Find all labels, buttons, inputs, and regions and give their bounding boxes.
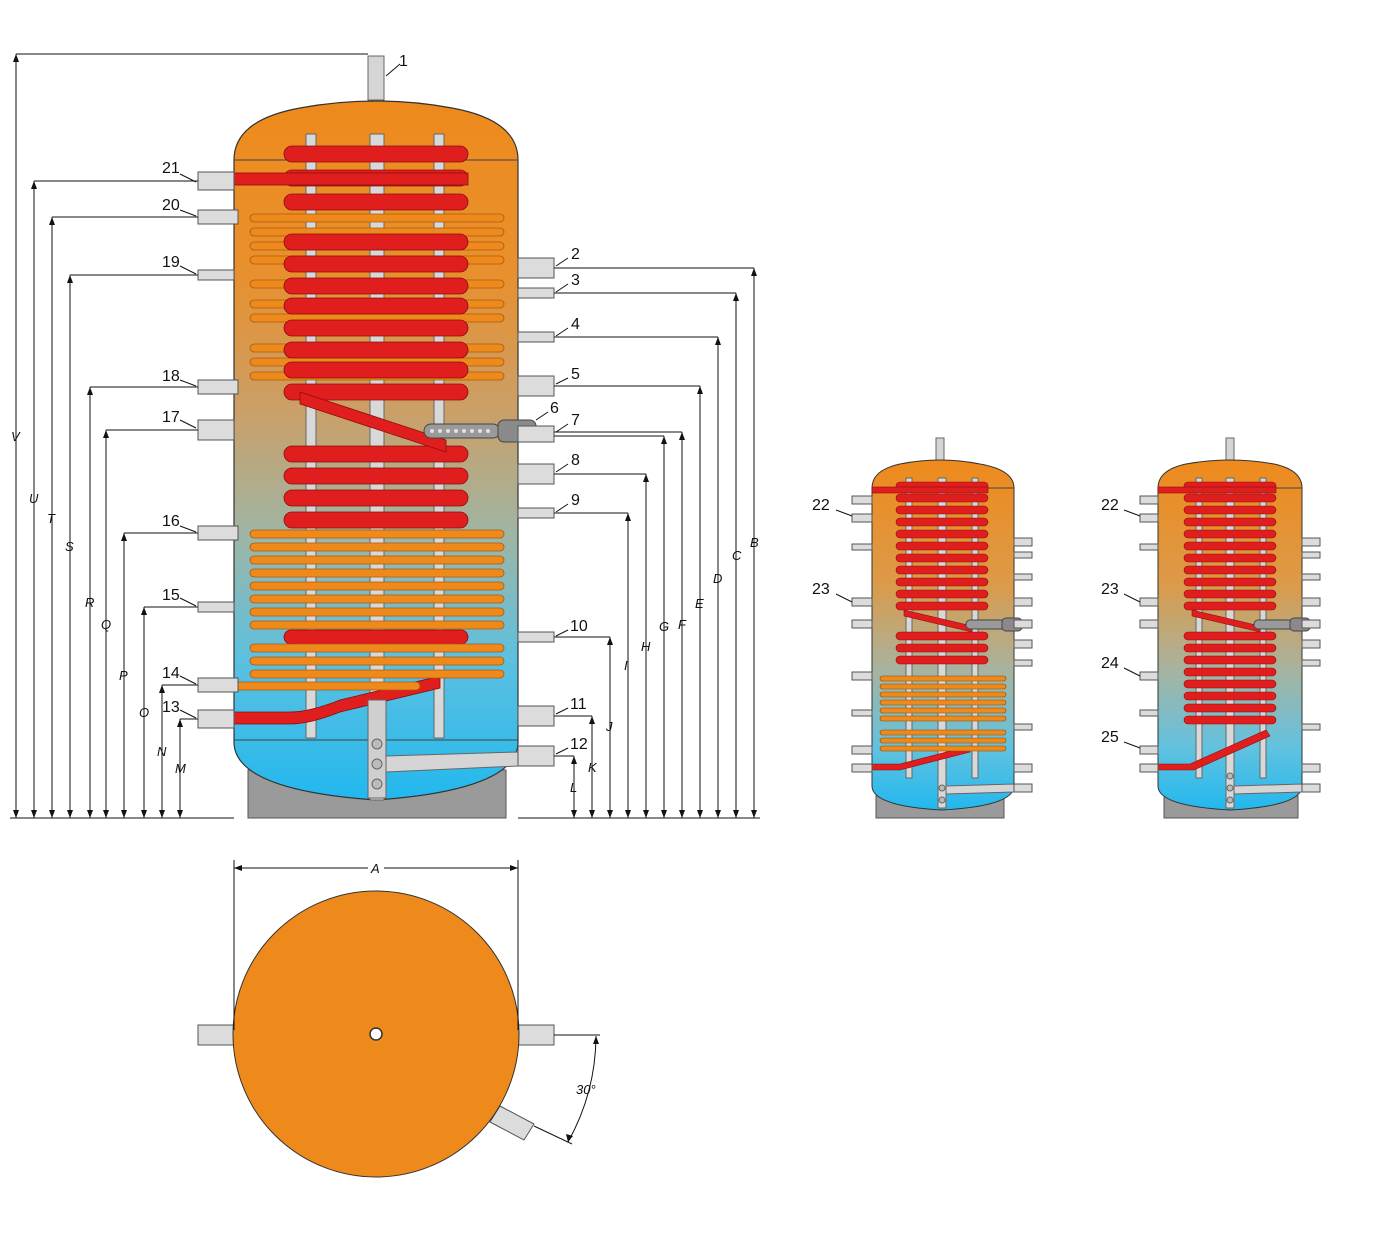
label-13: 13 bbox=[162, 699, 180, 716]
label-1: 1 bbox=[399, 53, 408, 70]
nozzle-2 bbox=[517, 257, 555, 279]
small-left-label-22: 22 bbox=[812, 497, 830, 514]
top-view-nozzle-left bbox=[197, 1024, 239, 1046]
label-21: 21 bbox=[162, 160, 180, 177]
main-tank bbox=[10, 55, 760, 819]
dim-label-P: P bbox=[119, 668, 128, 683]
small-right-label-24: 24 bbox=[1101, 655, 1119, 672]
nozzle-8 bbox=[517, 463, 555, 485]
dim-label-F: F bbox=[678, 617, 687, 632]
label-3: 3 bbox=[571, 272, 580, 289]
dim-label-J: J bbox=[605, 719, 613, 734]
dim-label-L: L bbox=[570, 780, 577, 795]
right-dimension-arrowheads bbox=[571, 268, 757, 818]
top-view: A 30° bbox=[197, 860, 600, 1178]
nozzle-7 bbox=[517, 425, 555, 443]
dim-label-G: G bbox=[659, 619, 669, 634]
hot-water-coil bbox=[233, 145, 469, 725]
dim-label-U: U bbox=[29, 491, 39, 506]
small-left-label-23: 23 bbox=[812, 581, 830, 598]
label-12: 12 bbox=[570, 736, 588, 753]
label-15: 15 bbox=[162, 587, 180, 604]
label-11: 11 bbox=[570, 696, 587, 713]
top-outlet-pipe bbox=[367, 55, 385, 101]
dim-label-N: N bbox=[157, 744, 167, 759]
nozzle-10 bbox=[517, 631, 555, 643]
nozzle-11 bbox=[517, 705, 555, 727]
label-19: 19 bbox=[162, 254, 180, 271]
right-nozzles bbox=[517, 257, 555, 767]
nozzle-19 bbox=[197, 269, 235, 281]
nozzle-18 bbox=[197, 379, 239, 395]
connection-leaders bbox=[179, 63, 569, 755]
label-7: 7 bbox=[571, 412, 580, 429]
nozzle-12 bbox=[517, 745, 555, 767]
support-rod-left bbox=[305, 133, 317, 739]
nozzle-9 bbox=[517, 507, 555, 519]
nozzle-21 bbox=[197, 171, 235, 191]
label-10: 10 bbox=[570, 618, 588, 635]
nozzle-16 bbox=[197, 525, 239, 541]
small-tank-left: 22 23 bbox=[812, 437, 1033, 819]
dim-label-M: M bbox=[175, 761, 186, 776]
small-right-label-22: 22 bbox=[1101, 497, 1119, 514]
small-tank-right: 22 23 24 25 bbox=[1101, 437, 1321, 819]
left-dimension-arrowheads bbox=[13, 54, 183, 818]
label-6: 6 bbox=[550, 400, 559, 417]
dim-label-K: K bbox=[588, 760, 598, 775]
label-20: 20 bbox=[162, 197, 180, 214]
left-dimension-labels: V U T S R Q P O N M bbox=[11, 429, 186, 776]
dim-label-R: R bbox=[85, 595, 94, 610]
dim-label-B: B bbox=[750, 535, 759, 550]
nozzle-17 bbox=[197, 419, 235, 441]
small-right-label-23: 23 bbox=[1101, 581, 1119, 598]
label-16: 16 bbox=[162, 513, 180, 530]
dim-label-D: D bbox=[713, 571, 722, 586]
top-view-nozzle-right bbox=[513, 1024, 555, 1046]
nozzle-15 bbox=[197, 601, 235, 613]
nozzle-14 bbox=[197, 677, 239, 693]
dim-label-Q: Q bbox=[101, 617, 111, 632]
label-4: 4 bbox=[571, 316, 580, 333]
nozzle-5 bbox=[517, 375, 555, 397]
right-dimension-labels: B C D E F G H I J K L bbox=[570, 535, 759, 795]
nozzle-3 bbox=[517, 287, 555, 299]
label-17: 17 bbox=[162, 409, 180, 426]
right-dimension-lines bbox=[554, 267, 755, 818]
dim-label-A: A bbox=[370, 861, 380, 876]
nozzle-4 bbox=[517, 331, 555, 343]
dim-label-E: E bbox=[695, 596, 704, 611]
dim-label-S: S bbox=[65, 539, 74, 554]
label-14: 14 bbox=[162, 665, 180, 682]
dim-label-V: V bbox=[11, 429, 21, 444]
label-8: 8 bbox=[571, 452, 580, 469]
dim-label-T: T bbox=[47, 511, 56, 526]
nozzle-20 bbox=[197, 209, 239, 225]
small-right-label-25: 25 bbox=[1101, 729, 1119, 746]
label-18: 18 bbox=[162, 368, 180, 385]
left-nozzles bbox=[197, 171, 239, 729]
label-9: 9 bbox=[571, 492, 580, 509]
label-2: 2 bbox=[571, 246, 580, 263]
top-view-center-pipe bbox=[369, 1027, 383, 1041]
top-view-nozzle-angled bbox=[489, 1105, 535, 1141]
dim-label-C: C bbox=[732, 548, 742, 563]
dim-label-O: O bbox=[139, 705, 149, 720]
nozzle-13 bbox=[197, 709, 235, 729]
label-5: 5 bbox=[571, 366, 580, 383]
connection-numbers: 1 2 3 4 5 6 7 8 9 10 11 12 13 14 15 16 1… bbox=[162, 53, 588, 753]
dim-label-H: H bbox=[641, 639, 651, 654]
dim-label-I: I bbox=[624, 658, 628, 673]
lower-solar-coil bbox=[233, 529, 505, 691]
left-dimension-lines bbox=[15, 53, 368, 818]
angle-label: 30° bbox=[576, 1082, 596, 1097]
